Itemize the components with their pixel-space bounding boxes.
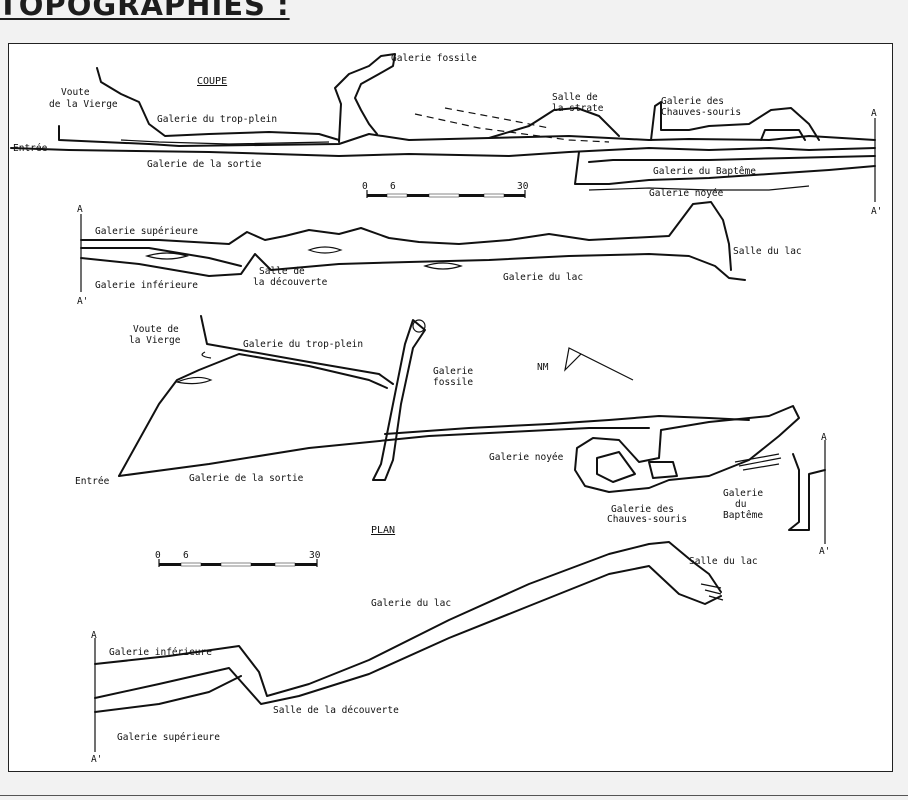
coupe-label-chauves-1: Galerie des	[661, 96, 724, 107]
plan-galerie-fossile	[372, 319, 426, 481]
plan-label-bapteme-1: Galerie	[723, 488, 763, 499]
plan-scale-30: 30	[309, 550, 321, 561]
plan-label-lac: Galerie du lac	[371, 598, 451, 609]
coupe-label-salle-lac: Salle du lac	[733, 246, 802, 257]
plan-label-superieure: Galerie supérieure	[117, 732, 220, 743]
plan-label-bapteme-3: Baptême	[723, 510, 763, 521]
plan-label-noyee: Galerie noyée	[489, 452, 564, 463]
coupe-scale-30: 30	[517, 181, 529, 192]
coupe-label-voute-2: de la Vierge	[49, 99, 118, 110]
coupe-label-trop-plein: Galerie du trop-plein	[157, 114, 277, 125]
coupe-label-strate-2: la strate	[552, 103, 604, 114]
coupe-noyee-floor	[588, 185, 810, 191]
plan-label-bapteme-2: du	[735, 499, 746, 510]
coupe-label-chauves-2: Chauves-souris	[661, 107, 741, 118]
coupe-superieure-passage	[80, 247, 242, 267]
plan-label-entree: Entrée	[75, 476, 110, 487]
coupe-scale-0: 0	[362, 181, 368, 192]
plan-a-prime-left: A'	[91, 754, 102, 765]
coupe-chauves-souris	[650, 101, 820, 141]
plan-lac-top	[94, 541, 722, 697]
coupe-lac-pool-2	[423, 262, 463, 270]
coupe-scale-6: 6	[390, 181, 396, 192]
coupe-galerie-fossile	[334, 53, 396, 143]
plan-fossile-end	[412, 319, 426, 333]
coupe-lac-bottom	[80, 253, 746, 281]
coupe-a-prime-top: A'	[871, 206, 882, 217]
plan-label-salle-lac: Salle du lac	[689, 556, 758, 567]
coupe-strate-dash-1	[414, 113, 610, 143]
coupe-lac-top	[80, 201, 732, 271]
coupe-bapteme-top	[574, 151, 876, 185]
coupe-label-voute-1: Voute	[61, 87, 90, 98]
plan-scale-bar: 0 6 30	[155, 550, 321, 567]
cave-map-svg: COUPE A A' 0 6 30	[10, 53, 882, 765]
coupe-chauves-loop	[760, 129, 806, 141]
plan-salle-lac-hatch	[700, 583, 724, 601]
plan-sortie-band	[384, 415, 750, 435]
plan-north-arrow: NM	[537, 347, 634, 381]
coupe-label-entree: Entrée	[13, 143, 48, 154]
plan-scale-6: 6	[183, 550, 189, 561]
coupe-section: COUPE A A' 0 6 30	[10, 53, 882, 217]
plan-label-chauves-1: Galerie des	[611, 504, 674, 515]
coupe-label-lac: Galerie du lac	[503, 272, 583, 283]
page-heading: TOPOGRAPHIES :	[0, 0, 290, 22]
coupe-a-prime-mid: A'	[77, 296, 88, 307]
plan-a-prime-right: A'	[819, 546, 830, 557]
coupe-label-bapteme: Galerie du Baptême	[653, 166, 756, 177]
coupe-salle-strate	[488, 107, 620, 139]
plan-chauves-inner	[648, 461, 678, 479]
coupe-lac-pool-1	[307, 246, 343, 254]
plan-nm-label: NM	[537, 362, 549, 373]
coupe-label-decouverte-1: Salle de	[259, 266, 305, 277]
coupe-main-passage-bottom	[10, 147, 876, 157]
plan-east-branch	[788, 453, 826, 531]
coupe-label-superieure: Galerie supérieure	[95, 226, 198, 237]
coupe-voute-shaft	[96, 67, 340, 141]
plan-a-left: A	[91, 630, 97, 641]
plan-label-decouverte: Salle de la découverte	[273, 705, 399, 716]
plan-superieure-branch	[94, 675, 242, 713]
plan-label-fossile-1: Galerie	[433, 366, 473, 377]
plan-voute-alcove	[201, 351, 212, 359]
plan-east-complex-outer	[574, 405, 800, 493]
plan-entrance-wedge	[118, 353, 388, 477]
plan-label-voute-1: Voute de	[133, 324, 179, 335]
plan-trop-plein	[200, 315, 394, 385]
coupe-a-top: A	[871, 108, 877, 119]
plan-noyee-loop	[596, 451, 636, 483]
coupe-a-mid: A	[77, 204, 83, 215]
coupe-main-passage-top	[58, 125, 876, 147]
plan-bapteme-hatch	[734, 453, 782, 471]
bottom-divider	[0, 795, 908, 796]
coupe-lac-pool-3	[144, 252, 190, 260]
plan-a-right: A	[821, 432, 827, 443]
coupe-label-inferieure: Galerie inférieure	[95, 280, 198, 291]
coupe-strate-dash-2	[444, 107, 550, 129]
coupe-label-sortie: Galerie de la sortie	[147, 159, 262, 170]
coupe-scale-bar: 0 6 30	[362, 181, 529, 198]
plan-trop-plein-loop	[174, 376, 213, 385]
plan-lac-bottom	[94, 565, 722, 705]
plan-label-sortie: Galerie de la sortie	[189, 473, 304, 484]
coupe-bapteme-bottom	[588, 155, 876, 163]
coupe-label-noyee: Galerie noyée	[649, 188, 724, 199]
plan-scale-0: 0	[155, 550, 161, 561]
topography-figure: COUPE A A' 0 6 30	[8, 43, 893, 772]
plan-title: PLAN	[371, 525, 395, 536]
coupe-label-decouverte-2: la découverte	[253, 277, 328, 288]
coupe-label-fossile: Galerie fossile	[391, 53, 477, 64]
plan-label-voute-2: la Vierge	[129, 335, 181, 346]
plan-label-chauves-2: Chauves-souris	[607, 514, 687, 525]
plan-label-fossile-2: fossile	[433, 377, 473, 388]
coupe-label-strate-1: Salle de	[552, 92, 598, 103]
plan-label-trop-plein: Galerie du trop-plein	[243, 339, 363, 350]
plan-label-inferieure: Galerie inférieure	[109, 647, 212, 658]
coupe-lac-section: A A' Galerie supérieure Galerie inférieu…	[77, 201, 802, 307]
plan-section: PLAN A A' NM 0	[75, 315, 830, 765]
coupe-title: COUPE	[197, 76, 227, 87]
coupe-trop-plein-floor	[120, 139, 330, 145]
plan-entrance-floor	[118, 427, 650, 477]
